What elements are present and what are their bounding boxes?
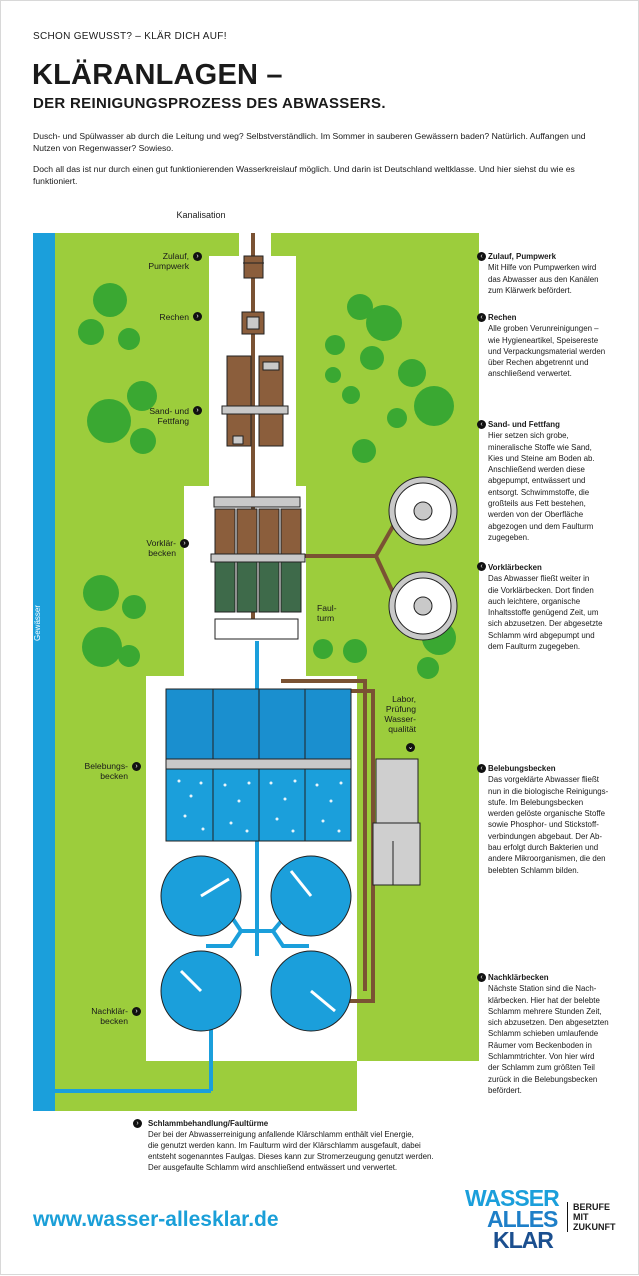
arrow-left-icon: ‹ <box>477 562 486 571</box>
desc-nachklaer: Nachklärbecken Nächste Station sind die … <box>488 973 609 1095</box>
river-strip <box>33 233 55 1111</box>
label-gewaesser: Gewässer <box>33 604 42 641</box>
arrow-right-icon: › <box>193 406 202 415</box>
arrow-right-icon: › <box>193 252 202 261</box>
logo-word-2: ALLES <box>487 1206 558 1232</box>
desc-sandfang: Sand- und Fettfang Hier setzen sich grob… <box>488 420 595 542</box>
arrow-right-icon: › <box>193 312 202 321</box>
page-title: KLÄRANLAGEN – <box>32 59 283 91</box>
left-label-rechen: Rechen <box>159 312 189 322</box>
desc-zulauf: Zulauf, Pumpwerk Mit Hilfe von Pumpwerke… <box>488 252 599 295</box>
sand-fettfang <box>221 355 289 447</box>
logo-word-1: WASSER <box>465 1185 560 1211</box>
aeration-dots <box>177 779 343 833</box>
arrow-right-icon: › <box>180 539 189 548</box>
green-bottom <box>55 1009 357 1111</box>
kicker: SCHON GEWUSST? – KLÄR DICH AUF! <box>33 31 227 42</box>
desc-vorklaer: Vorklärbecken Das Abwasser fließt weiter… <box>488 563 603 652</box>
website-link[interactable]: www.wasser-allesklar.de <box>33 1208 279 1231</box>
arrow-down-icon: ⌄ <box>406 743 415 752</box>
green-right <box>271 233 479 1061</box>
arrow-left-icon: ‹ <box>477 313 486 322</box>
trees <box>78 283 456 679</box>
desc-rechen: Rechen Alle groben Verunreinigungen –wie… <box>488 313 606 379</box>
arrow-right-icon: › <box>132 1007 141 1016</box>
page-subtitle: DER REINIGUNGSPROZESS DES ABWASSERS. <box>33 95 386 112</box>
desc-belebung: Belebungsbecken Das vorgeklärte Abwasser… <box>488 764 609 875</box>
label-kanalisation: Kanalisation <box>176 210 226 220</box>
arrow-left-icon: ‹ <box>477 252 486 261</box>
logo-word-3: KLAR <box>493 1227 554 1253</box>
left-label-vorklaer: Vorklär-becken <box>146 538 176 558</box>
left-label-nachklaer: Nachklär-becken <box>91 1006 128 1026</box>
label-faulturm: Faul-turm <box>317 603 337 623</box>
arrow-left-icon: ‹ <box>477 420 486 429</box>
raeumer-arms <box>179 870 336 1013</box>
intro-paragraph-1: Dusch- und Spülwasser ab durch die Leitu… <box>33 131 586 153</box>
belebungsbecken <box>165 688 352 842</box>
intro-paragraph-2: Doch all das ist nur durch einen gut fun… <box>33 164 575 186</box>
faultuerme <box>388 476 458 641</box>
left-label-zulauf: Zulauf,Pumpwerk <box>148 251 189 271</box>
arrow-left-icon: ‹ <box>477 973 486 982</box>
arrow-left-icon: ‹ <box>477 764 486 773</box>
left-label-belebung: Belebungs-becken <box>84 761 128 781</box>
vorklaerbecken <box>210 496 306 640</box>
desc-schlammbehandlung: Schlammbehandlung/Faultürme Der bei der … <box>148 1119 434 1172</box>
arrow-right-icon: › <box>132 762 141 771</box>
arrow-right-icon: › <box>133 1119 142 1128</box>
labor <box>372 758 421 886</box>
water-lines <box>55 641 309 1093</box>
pumpwerk <box>243 255 264 279</box>
